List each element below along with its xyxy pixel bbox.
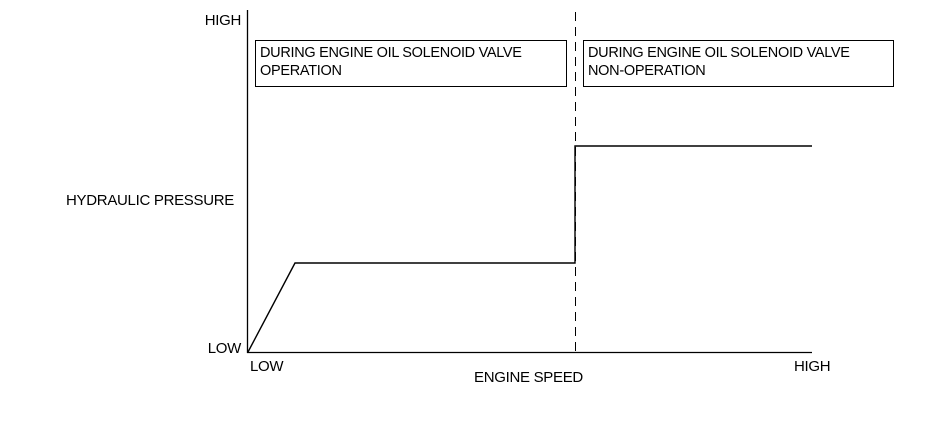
non-operation-label-line1: DURING ENGINE OIL SOLENOID VALVE xyxy=(588,45,850,61)
y-axis-title: HYDRAULIC PRESSURE xyxy=(66,192,234,209)
y-axis-high-label: HIGH xyxy=(204,12,242,29)
x-axis-low-label: LOW xyxy=(250,358,284,375)
x-axis-high-label: HIGH xyxy=(794,358,831,375)
x-axis-title: ENGINE SPEED xyxy=(474,369,583,386)
non-operation-region-label: DURING ENGINE OIL SOLENOID VALVE NON-OPE… xyxy=(583,40,894,87)
pressure-curve xyxy=(247,145,812,353)
operation-label-line1: DURING ENGINE OIL SOLENOID VALVE xyxy=(260,45,522,61)
operation-region-label: DURING ENGINE OIL SOLENOID VALVE OPERATI… xyxy=(255,40,567,87)
operation-label-line2: OPERATION xyxy=(260,63,342,79)
non-operation-label-line2: NON-OPERATION xyxy=(588,63,706,79)
y-axis-low-label: LOW xyxy=(207,340,242,357)
